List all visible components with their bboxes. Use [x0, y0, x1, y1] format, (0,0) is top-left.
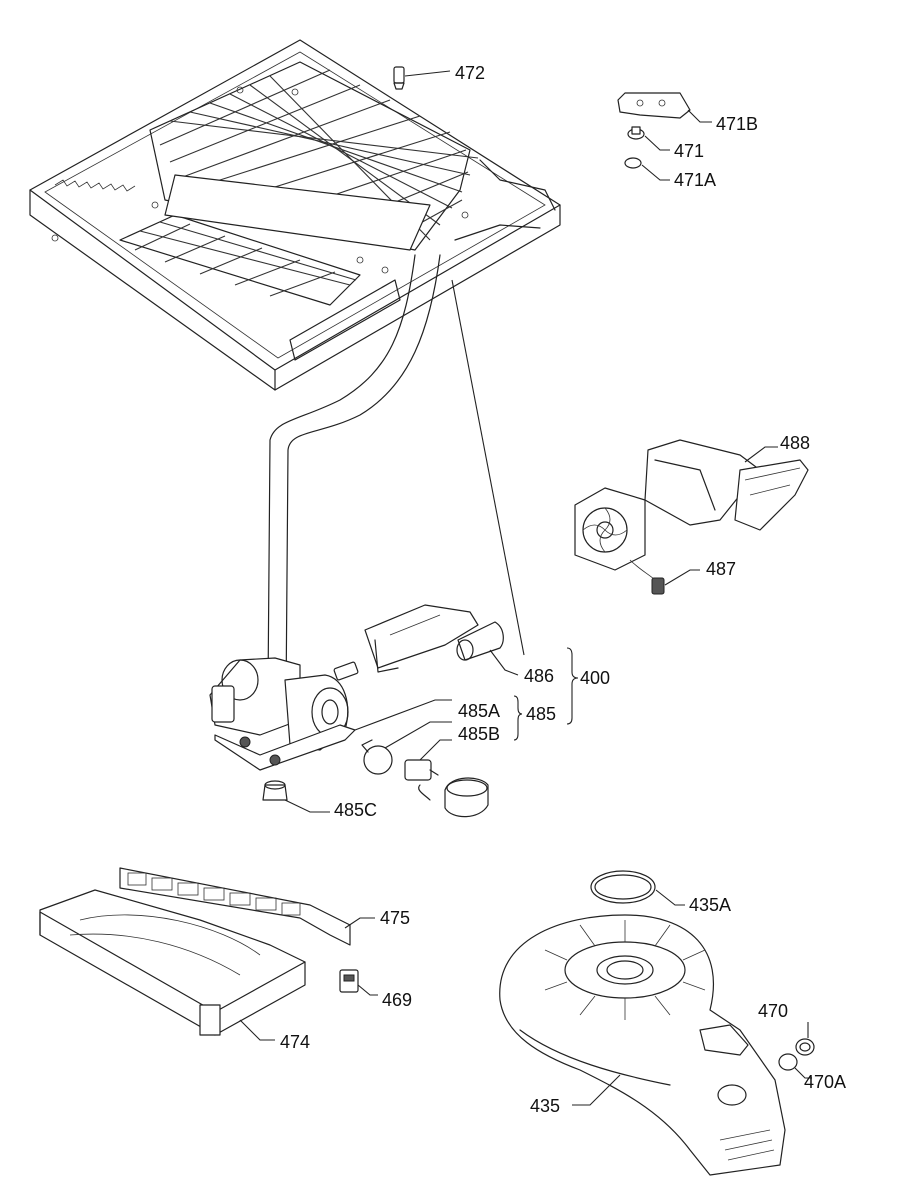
part-471-knob — [627, 126, 670, 151]
part-469-clip — [339, 969, 378, 996]
part-471A-ring — [624, 157, 670, 181]
label-435: 435 — [530, 1096, 560, 1116]
label-470A: 470A — [804, 1072, 846, 1092]
label-475: 475 — [380, 908, 410, 928]
part-486-bracket — [333, 604, 519, 681]
part-485-pump-assembly — [209, 657, 452, 771]
label-485B: 485B — [458, 724, 500, 744]
label-485: 485 — [526, 704, 556, 724]
part-488-duct — [644, 439, 809, 531]
label-400: 400 — [580, 668, 610, 688]
part-485C-foot — [262, 780, 330, 813]
label-471: 471 — [674, 141, 704, 161]
label-485A: 485A — [458, 701, 500, 721]
label-471A: 471A — [674, 170, 716, 190]
part-487-fan — [574, 487, 700, 595]
label-474: 474 — [280, 1032, 310, 1052]
drain-pipe — [267, 254, 441, 701]
part-470A-ring — [778, 1053, 812, 1079]
part-coil — [444, 777, 489, 818]
label-487: 487 — [706, 559, 736, 579]
part-475-filter-strip — [119, 867, 375, 946]
part-474-drawer — [39, 889, 306, 1041]
brace-400 — [566, 647, 579, 725]
part-485B-valve — [404, 739, 452, 801]
label-488: 488 — [780, 433, 810, 453]
brace-485 — [513, 695, 523, 741]
part-472-plug — [393, 66, 451, 90]
label-469: 469 — [382, 990, 412, 1010]
part-435A-seal — [590, 870, 685, 906]
label-471B: 471B — [716, 114, 758, 134]
label-470: 470 — [758, 1001, 788, 1021]
part-435-blower-housing — [499, 914, 786, 1176]
label-486: 486 — [524, 666, 554, 686]
top-frame-assembly — [29, 39, 561, 391]
part-485A-clamp — [361, 721, 452, 775]
leader-486-long — [451, 279, 525, 656]
label-472: 472 — [455, 63, 485, 83]
part-471B-bracket — [617, 92, 712, 123]
label-435A: 435A — [689, 895, 731, 915]
part-470-plug — [795, 1022, 815, 1056]
label-485C: 485C — [334, 800, 377, 820]
